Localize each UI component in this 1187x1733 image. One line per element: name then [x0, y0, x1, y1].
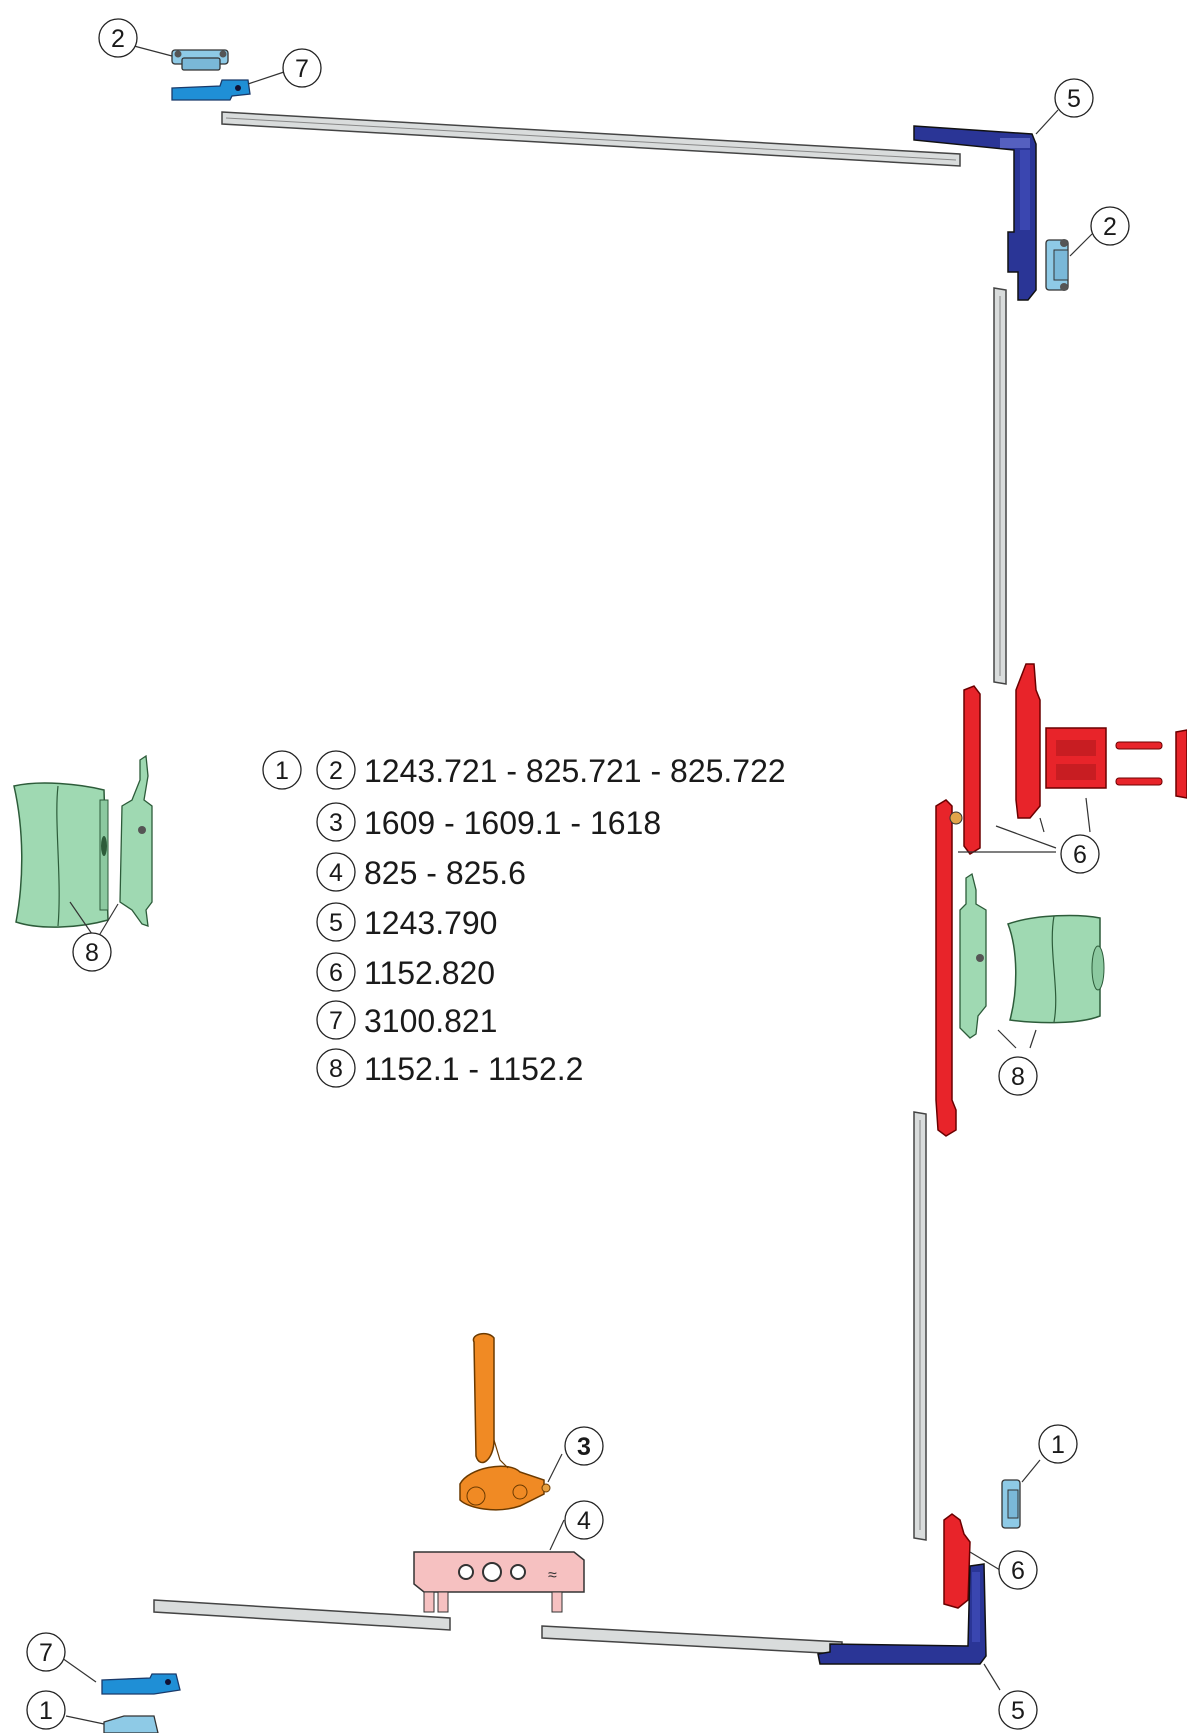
svg-text:8: 8	[1011, 1063, 1025, 1091]
svg-text:3: 3	[577, 1433, 591, 1461]
legend-row-3: 3 1609 - 1609.1 - 1618	[316, 802, 661, 842]
callout-6-middle: 6	[1060, 834, 1100, 874]
svg-text:7: 7	[295, 55, 309, 83]
svg-text:6: 6	[1011, 1557, 1025, 1585]
svg-text:6: 6	[329, 959, 343, 987]
svg-text:1: 1	[275, 757, 289, 785]
right-rod-lower	[913, 1111, 927, 1541]
parts-legend: 1 2 1243.721 - 825.721 - 825.722 3 1609 …	[262, 750, 786, 1088]
legend-codes: 1152.1 - 1152.2	[364, 1051, 583, 1087]
svg-text:4: 4	[577, 1507, 591, 1535]
keeper-2-top-left	[171, 49, 229, 71]
callout-4: 4	[564, 1500, 604, 1540]
legend-row-8: 8 1152.1 - 1152.2	[316, 1048, 583, 1088]
corner-drive-5-bottom	[817, 1563, 987, 1665]
svg-text:8: 8	[329, 1055, 343, 1083]
red-strip-6-left	[963, 685, 981, 855]
legend-row-5: 5 1243.790	[316, 902, 497, 942]
handle-assembly-8-right	[959, 872, 1105, 1039]
svg-text:2: 2	[1103, 213, 1117, 241]
svg-text:6: 6	[1073, 841, 1087, 869]
legend-codes: 3100.821	[364, 1003, 497, 1039]
svg-text:8: 8	[85, 939, 99, 967]
svg-text:2: 2	[329, 757, 343, 785]
red-long-gear-6	[935, 799, 963, 1137]
red-bracket-6-right	[1175, 729, 1187, 799]
svg-text:1: 1	[1051, 1431, 1065, 1459]
red-block-6	[1045, 727, 1107, 789]
svg-text:5: 5	[1067, 85, 1081, 113]
callout-6-bottom: 6	[998, 1550, 1038, 1590]
leader-lines	[61, 45, 1093, 1725]
legend-row-6: 6 1152.820	[316, 952, 495, 992]
red-lock-6-middle	[1015, 663, 1041, 819]
svg-text:5: 5	[329, 909, 343, 937]
legend-row-1-2: 1 2 1243.721 - 825.721 - 825.722	[262, 750, 786, 790]
legend-codes: 825 - 825.6	[364, 855, 526, 891]
legend-codes: 1243.790	[364, 905, 497, 941]
svg-text:1: 1	[39, 1697, 53, 1725]
svg-text:5: 5	[1011, 1697, 1025, 1725]
callout-7-top: 7	[282, 48, 322, 88]
svg-text:≈: ≈	[548, 1567, 557, 1584]
callout-1-right: 1	[1038, 1424, 1078, 1464]
handle-assembly-8-left	[13, 754, 153, 928]
keeper-1-right	[1001, 1479, 1021, 1529]
callout-2-top: 2	[98, 18, 138, 58]
callout-5-top: 5	[1054, 78, 1094, 118]
top-rod	[221, 111, 961, 167]
legend-codes: 1609 - 1609.1 - 1618	[364, 805, 661, 841]
red-bolts-6	[1115, 741, 1163, 786]
keeper-7-bottom-left	[101, 1673, 181, 1695]
callout-1-bottom: 1	[26, 1690, 66, 1730]
callout-5-bottom: 5	[998, 1690, 1038, 1730]
legend-codes: 1152.820	[364, 955, 495, 991]
svg-text:7: 7	[329, 1007, 343, 1035]
callout-8-left: 8	[72, 932, 112, 972]
svg-text:4: 4	[329, 859, 343, 887]
corner-drive-5-top	[913, 125, 1037, 301]
keeper-7-top-left	[171, 79, 251, 101]
keeper-2-right	[1045, 239, 1069, 291]
legend-row-4: 4 825 - 825.6	[316, 852, 526, 892]
svg-text:7: 7	[39, 1639, 53, 1667]
bottom-rod-left	[153, 1599, 451, 1631]
legend-row-7: 7 3100.821	[316, 1000, 497, 1040]
callout-7-bottom: 7	[26, 1632, 66, 1672]
right-rod-upper	[993, 287, 1007, 685]
svg-text:2: 2	[111, 25, 125, 53]
bottom-rod-right	[541, 1625, 843, 1655]
window-handle-3	[459, 1332, 551, 1511]
callout-3: 3	[564, 1426, 604, 1466]
legend-codes: 1243.721 - 825.721 - 825.722	[364, 753, 786, 789]
callout-2-right: 2	[1090, 206, 1130, 246]
callout-8-right: 8	[998, 1056, 1038, 1096]
gearbox-plate-4: ≈	[413, 1551, 585, 1613]
red-gear-6-bottom	[943, 1513, 971, 1609]
svg-text:3: 3	[329, 809, 343, 837]
keeper-1-bottom-left	[103, 1715, 159, 1733]
